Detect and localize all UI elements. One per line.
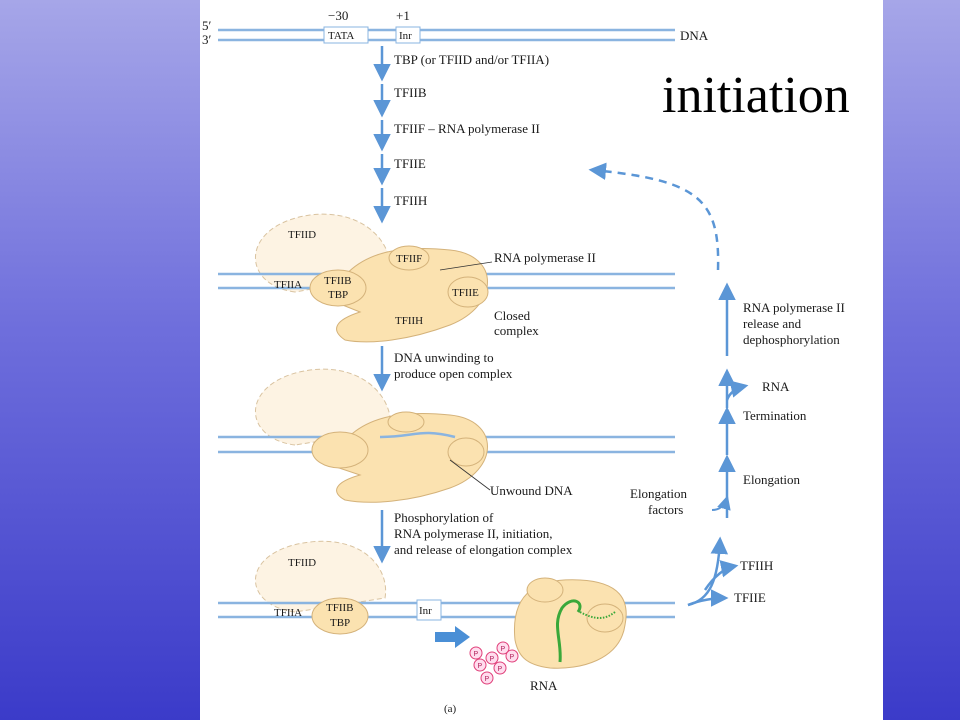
closed-tfiid: TFIID: [288, 229, 316, 241]
phosphate-label: P: [498, 666, 503, 673]
bottom-tfiib: TFIIB: [326, 602, 354, 614]
termination-label: Termination: [743, 408, 807, 423]
released-tfiie-label: TFIIE: [734, 590, 766, 605]
released-tfiih-label: TFIIH: [740, 558, 773, 573]
step-tbp: TBP (or TFIID and/or TFIIA): [394, 52, 549, 67]
phosphate-label: P: [501, 646, 506, 653]
unwind-line-1: DNA unwinding to: [394, 350, 494, 365]
bottom-tfiia: TFIIA: [274, 607, 302, 619]
closed-label-1: Closed: [494, 308, 531, 323]
step-tfiib: TFIIB: [394, 85, 427, 100]
figure-panel: 5′ 3′ TATA Inr −30 +1 DNA TBP (or TFIID …: [200, 0, 883, 720]
recycling-pathway: RNA polymerase II release and dephosphor…: [588, 162, 845, 607]
transcription-diagram: 5′ 3′ TATA Inr −30 +1 DNA TBP (or TFIID …: [202, 8, 850, 715]
released-rna-label: RNA: [762, 379, 790, 394]
elongation-label: Elongation: [743, 472, 801, 487]
plus1-label: +1: [396, 8, 410, 23]
release-line-2: release and: [743, 316, 802, 331]
phosphate-label: P: [478, 663, 483, 670]
closed-tfiih: TFIIH: [395, 315, 423, 327]
phospho-line-1: Phosphorylation of: [394, 510, 494, 525]
phospho-line-2: RNA polymerase II, initiation,: [394, 526, 553, 541]
step-tfiie: TFIIE: [394, 156, 426, 171]
bottom-tfiid: TFIID: [288, 557, 316, 569]
rna-polymerase-label: RNA polymerase II: [494, 250, 596, 265]
phosphate-label: P: [485, 676, 490, 683]
open-complex: Unwound DNA: [218, 368, 675, 503]
inr-label: Inr: [399, 30, 412, 42]
five-prime-label: 5′: [202, 18, 212, 33]
closed-tfiie: TFIIE: [452, 287, 479, 299]
release-line-1: RNA polymerase II: [743, 300, 845, 315]
bottom-inr: Inr: [419, 605, 432, 617]
phosphate-label: P: [474, 651, 479, 658]
tata-box-label: TATA: [328, 30, 354, 42]
closed-tbp: TBP: [328, 289, 348, 301]
phosphate-label: P: [510, 654, 515, 661]
elongation-factors-line-1: Elongation: [630, 486, 688, 501]
bottom-tbp: TBP: [330, 617, 350, 629]
top-dna: 5′ 3′ TATA Inr −30 +1 DNA: [202, 8, 709, 47]
closed-label-2: complex: [494, 323, 539, 338]
step-tfiih: TFIIH: [394, 193, 427, 208]
unwind-line-2: produce open complex: [394, 366, 513, 381]
closed-tfiif: TFIIF: [396, 253, 422, 265]
release-line-3: dephosphorylation: [743, 332, 840, 347]
three-prime-label: 3′: [202, 32, 212, 47]
phospho-line-3: and release of elongation complex: [394, 542, 573, 557]
closed-tfiib: TFIIB: [324, 275, 352, 287]
bottom-rna-label: RNA: [530, 678, 558, 693]
closed-tfiia: TFIIA: [274, 279, 302, 291]
dna-label: DNA: [680, 28, 709, 43]
unwound-dna-label: Unwound DNA: [490, 483, 573, 498]
elongation-factors-line-2: factors: [648, 502, 683, 517]
closed-complex: TFIID TFIIA TFIIB TBP TFIIF TFIIE TFIIH …: [218, 213, 675, 343]
step-tfiif: TFIIF – RNA polymerase II: [394, 121, 540, 136]
initiation-title: initiation: [662, 67, 850, 124]
assembly-steps: TBP (or TFIID and/or TFIIA) TFIIB TFIIF …: [373, 46, 549, 224]
phosphate-label: P: [490, 656, 495, 663]
minus30-label: −30: [328, 8, 348, 23]
figure-caption: (a): [444, 703, 457, 715]
